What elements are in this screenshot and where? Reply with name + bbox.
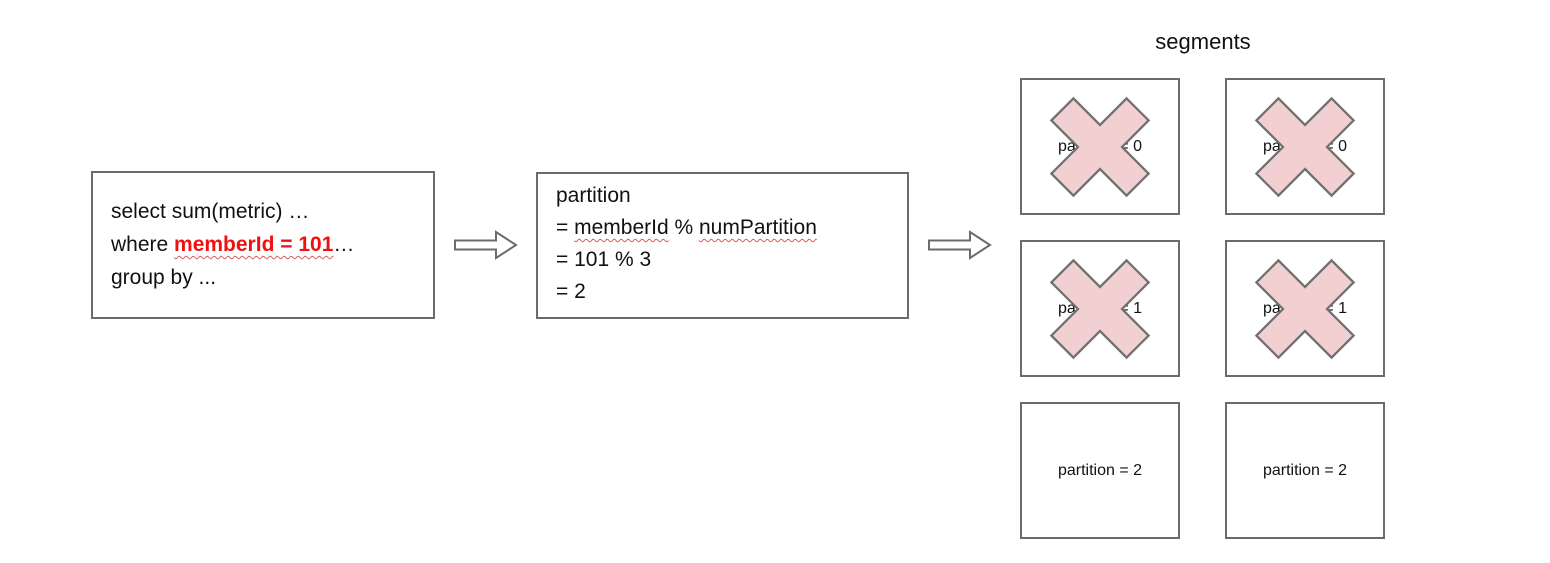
partition-calc-box: partition = memberId % numPartition = 10… — [536, 172, 909, 319]
partition-line-1: partition — [556, 184, 631, 207]
where-suffix: … — [333, 233, 355, 256]
segment-box-partition-0: partition = 0 — [1225, 78, 1385, 215]
right-arrow-icon — [928, 230, 992, 260]
segment-box-partition-1: partition = 1 — [1020, 240, 1180, 377]
query-line-where: where memberId = 101… — [111, 228, 423, 261]
segments-title: segments — [1155, 29, 1251, 54]
member-id-term: memberId — [574, 216, 669, 239]
x-mark-icon — [1049, 96, 1151, 197]
right-arrow-icon — [454, 230, 518, 260]
modulo-operator: % — [668, 216, 699, 239]
segment-box-partition-1: partition = 1 — [1225, 240, 1385, 377]
segment-label: partition = 2 — [1262, 461, 1348, 479]
x-mark-icon — [1049, 258, 1151, 359]
segment-box-partition-2: partition = 2 — [1225, 402, 1385, 539]
num-partition-term: numPartition — [698, 216, 817, 239]
partition-line-2: = memberId % numPartition — [556, 212, 897, 244]
member-id-highlight: memberId = 101 — [174, 233, 334, 256]
segment-box-partition-2: partition = 2 — [1020, 402, 1180, 539]
query-line-groupby: group by ... — [111, 266, 217, 289]
partition-line-3: = 101 % 3 — [556, 248, 652, 271]
eq-prefix: = — [556, 216, 575, 239]
x-mark-icon — [1254, 258, 1356, 359]
query-box: select sum(metric) … where memberId = 10… — [91, 171, 435, 319]
where-prefix: where — [111, 233, 175, 256]
query-line-select: select sum(metric) … — [111, 200, 310, 223]
partition-line-4: = 2 — [556, 280, 586, 303]
x-mark-icon — [1254, 96, 1356, 197]
segment-label: partition = 2 — [1057, 461, 1143, 479]
segment-box-partition-0: partition = 0 — [1020, 78, 1180, 215]
